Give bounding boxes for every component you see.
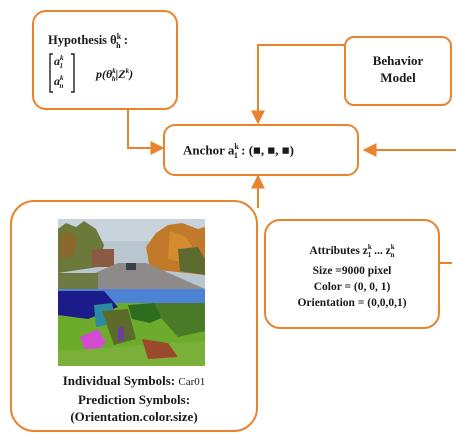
vector-top-sub: 1 bbox=[59, 62, 64, 71]
hypothesis-title: Hypothesis θkh : bbox=[48, 32, 128, 50]
probability-sub: h bbox=[111, 75, 116, 84]
attributes-title-sub1: 1 bbox=[367, 251, 372, 260]
attributes-title-mid: ... z bbox=[371, 244, 391, 257]
prediction-symbols-value: (Orientation.color.size) bbox=[70, 409, 198, 424]
probability-text: p(θ bbox=[96, 67, 113, 81]
symbols-text: Individual Symbols: Car01 Prediction Sym… bbox=[10, 372, 258, 425]
prediction-symbols-label: Prediction Symbols: bbox=[77, 392, 191, 407]
vector-bottom-sub: n bbox=[59, 82, 64, 91]
attribute-orientation: Orientation = (0,0,0,1) bbox=[297, 297, 407, 310]
vector-bottom: akn bbox=[54, 74, 64, 91]
attributes-content: Attributes zk1 ... zkn Size =9000 pixel … bbox=[266, 239, 438, 311]
probability-close: ) bbox=[129, 67, 134, 81]
attributes-title: Attributes zk1 ... zkn bbox=[266, 239, 438, 263]
hypothesis-vector: ak1 akn bbox=[48, 52, 76, 94]
hypothesis-title-text: Hypothesis θ bbox=[48, 33, 117, 48]
attributes-title-sup1: k bbox=[367, 243, 372, 251]
individual-symbols-line: Individual Symbols: Car01 bbox=[10, 372, 258, 391]
attributes-title-text: Attributes z bbox=[309, 244, 368, 257]
attributes-title-sup2: k bbox=[390, 243, 395, 251]
individual-symbols-value: Car01 bbox=[178, 376, 206, 388]
vector-brackets bbox=[49, 53, 75, 93]
street-and-segmentation-picture bbox=[58, 219, 205, 366]
attributes-box: Attributes zk1 ... zkn Size =9000 pixel … bbox=[264, 219, 440, 329]
vector-top-sup: k bbox=[60, 54, 64, 62]
anchor-box: Anchor ak1 : (■, ■, ■) bbox=[163, 124, 359, 176]
street-scene-image bbox=[58, 219, 205, 366]
vector-top-text: a bbox=[54, 54, 60, 68]
anchor-label-sup: k bbox=[234, 142, 239, 151]
behavior-model-line2: Model bbox=[380, 70, 416, 85]
hypothesis-box: Hypothesis θkh : ak1 akn p(θkh|Zk) bbox=[32, 10, 178, 110]
arrow-hypothesis-to-anchor bbox=[127, 110, 165, 155]
probability-sup: k bbox=[112, 67, 116, 75]
anchor-label-text: Anchor a bbox=[183, 142, 235, 158]
anchor-label: Anchor ak1 : (■, ■, ■) bbox=[183, 142, 294, 160]
anchor-label-sub: 1 bbox=[233, 150, 238, 160]
attribute-size: Size =9000 pixel bbox=[312, 265, 392, 278]
behavior-model-line1: Behavior bbox=[372, 53, 424, 68]
anchor-value: : (■, ■, ■) bbox=[237, 142, 294, 158]
attributes-title-sub2: n bbox=[390, 251, 395, 260]
probability-tail-sup: k bbox=[125, 67, 130, 75]
attribute-color: Color = (0, 0, 1) bbox=[313, 281, 391, 294]
hypothesis-probability: p(θkh|Zk) bbox=[96, 67, 133, 83]
hypothesis-title-tail: : bbox=[120, 33, 128, 48]
vector-bottom-text: a bbox=[54, 74, 60, 88]
behavior-model-label: Behavior Model bbox=[346, 52, 450, 86]
hypothesis-title-sub: h bbox=[116, 40, 121, 50]
hypothesis-title-sup: k bbox=[116, 32, 122, 41]
arrow-behavior-to-anchor bbox=[251, 44, 349, 125]
vector-bottom-sup: k bbox=[60, 74, 64, 82]
individual-symbols-label: Individual Symbols: bbox=[62, 373, 179, 388]
probability-tail: |Z bbox=[115, 67, 126, 81]
vector-top: ak1 bbox=[54, 54, 64, 71]
behavior-model-box: Behavior Model bbox=[344, 36, 452, 106]
